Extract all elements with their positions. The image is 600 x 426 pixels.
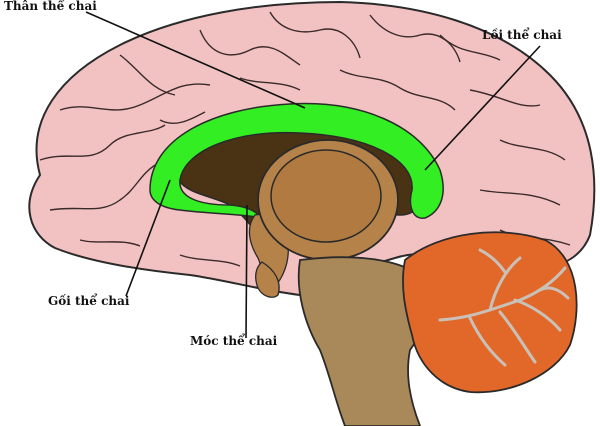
cerebellum: [402, 231, 578, 394]
label-moc-the-chai: Móc thể chai: [190, 334, 278, 348]
pituitary: [255, 261, 280, 298]
leader-lines: [85, 11, 541, 339]
arbor-vitae: [438, 248, 570, 367]
leader-line-loi: [424, 45, 541, 171]
brainstem: [297, 256, 427, 426]
leader-line-goi: [125, 179, 171, 297]
leader-line-than: [85, 11, 306, 109]
label-than-the-chai: Thân thể chai: [4, 0, 97, 13]
leader-line-moc: [245, 204, 248, 339]
thalamus-inner: [270, 149, 382, 243]
label-loi-the-chai: Lồi thể chai: [482, 28, 562, 42]
label-goi-the-chai: Gối thể chai: [48, 294, 130, 308]
